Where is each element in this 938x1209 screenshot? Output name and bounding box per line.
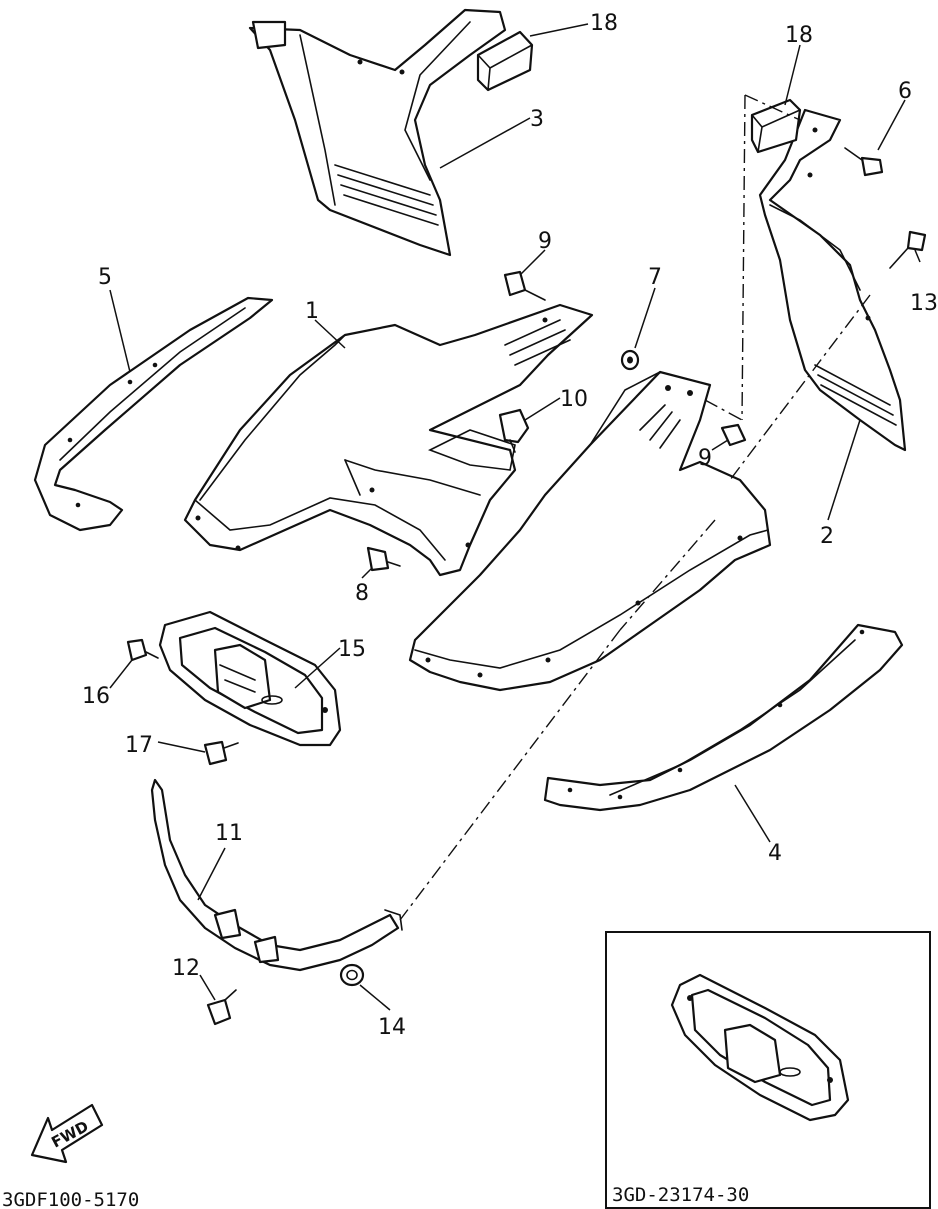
part-14-nut [339, 963, 365, 987]
callout-4: 4 [768, 841, 782, 866]
callout-9-left: 9 [538, 229, 552, 254]
callout-17: 17 [125, 733, 153, 758]
part-10-grommet [498, 408, 530, 453]
callout-16: 16 [82, 684, 110, 709]
callout-18-left: 18 [590, 11, 618, 36]
part-16-bolt [126, 638, 159, 662]
callout-8: 8 [355, 581, 369, 606]
inset-headlight-bracket [670, 973, 850, 1122]
callout-3: 3 [530, 107, 544, 132]
callout-9-right: 9 [698, 446, 712, 471]
callout-13: 13 [910, 291, 938, 316]
callout-10: 10 [560, 387, 588, 412]
callout-18-right: 18 [785, 23, 813, 48]
part-1-front-fender [183, 303, 594, 577]
callout-12: 12 [172, 956, 200, 981]
part-1-right-fender-section [408, 370, 772, 692]
part-4-right-mud-flap [543, 623, 904, 812]
callout-1: 1 [305, 299, 319, 324]
part-17-bolt [203, 740, 239, 766]
part-12-bolt [206, 989, 237, 1026]
fwd-direction-arrow: FWD [30, 1103, 104, 1164]
callout-5: 5 [98, 265, 112, 290]
callout-7: 7 [648, 265, 662, 290]
part-15-headlight-bracket [158, 610, 342, 747]
callout-2: 2 [820, 524, 834, 549]
part-9-bolt-left [503, 270, 546, 301]
inset-part-number: 3GD-23174-30 [612, 1184, 749, 1206]
callout-6: 6 [898, 79, 912, 104]
part-11-stay [150, 778, 403, 972]
part-7-washer [620, 349, 640, 371]
part-18-pad-right [750, 98, 802, 154]
assembly-lines [399, 94, 871, 921]
callout-14: 14 [378, 1015, 406, 1040]
part-18-pad-left [476, 30, 534, 92]
part-2-right-side-cover [758, 108, 907, 452]
callout-15: 15 [338, 637, 366, 662]
drawing-number: 3GDF100-5170 [2, 1189, 139, 1209]
part-3-left-side-cover [248, 8, 507, 257]
callout-11: 11 [215, 821, 243, 846]
inset-box: 3GD-23174-30 [605, 931, 931, 1209]
part-8-bolt [366, 546, 401, 572]
part-6-bolt [844, 147, 884, 177]
part-13-bolt [889, 230, 927, 269]
part-5-left-mud-flap [33, 296, 274, 532]
